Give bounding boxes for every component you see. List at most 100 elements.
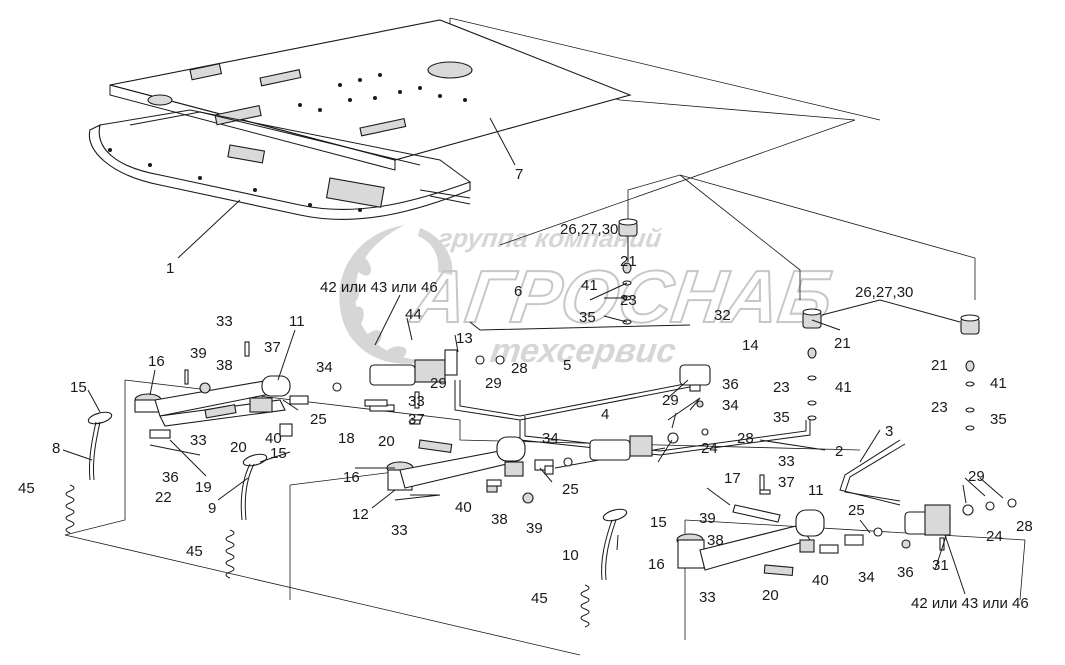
callout-17: 17 <box>724 470 741 487</box>
callout-28-top: 28 <box>511 360 528 377</box>
callout-36-top: 36 <box>722 376 739 393</box>
callout-7: 7 <box>515 166 523 183</box>
pedal-assembly-left <box>87 369 309 521</box>
callout-45-c: 45 <box>531 590 548 607</box>
callout-36-a: 36 <box>162 469 179 486</box>
callout-25-b: 25 <box>562 481 579 498</box>
return-springs <box>418 439 794 577</box>
callout-35-top: 35 <box>579 309 596 326</box>
callout-11-left: 11 <box>289 313 305 330</box>
callout-10: 10 <box>562 547 579 564</box>
callout-29-top-a: 29 <box>430 375 447 392</box>
callout-41-right: 41 <box>990 375 1007 392</box>
callout-29-top-b: 29 <box>485 375 502 392</box>
callout-37-b: 37 <box>408 411 425 428</box>
small-hardware <box>244 341 911 554</box>
watermark-line2: АГРОСНАБ <box>406 255 838 338</box>
watermark-emblem-icon <box>339 225 453 364</box>
seat-frame <box>88 109 471 220</box>
callout-31: 31 <box>932 557 949 574</box>
callout-26-27-30-right: 26,27,30 <box>855 284 913 301</box>
callout-45-b: 45 <box>186 543 203 560</box>
callout-39-a: 39 <box>190 345 207 362</box>
callout-20-a: 20 <box>230 439 247 456</box>
master-cylinder-right <box>904 498 1017 551</box>
master-cylinder-middle <box>589 428 709 461</box>
callout-39-c: 39 <box>526 520 543 537</box>
callout-5: 5 <box>563 357 571 374</box>
callout-34-a: 34 <box>316 359 333 376</box>
callout-40-b: 40 <box>455 499 472 516</box>
spring-45-right <box>580 584 590 628</box>
callout-38-b: 38 <box>491 511 508 528</box>
spring-45-left <box>65 484 75 534</box>
callout-33-f: 33 <box>699 589 716 606</box>
callout-19: 19 <box>195 479 212 496</box>
watermark-line3: техсервис <box>488 332 678 370</box>
callout-40-a: 40 <box>265 430 282 447</box>
callout-18: 18 <box>338 430 355 447</box>
pedal-assembly-middle <box>369 404 554 504</box>
callout-16-b: 16 <box>343 469 360 486</box>
callout-21-right: 21 <box>931 357 948 374</box>
callout-29-right: 29 <box>968 468 985 485</box>
callout-33-b: 33 <box>408 393 425 410</box>
master-cylinder-upper <box>369 349 711 392</box>
callout-34-b: 34 <box>542 430 559 447</box>
callout-15-b: 15 <box>270 445 287 462</box>
callout-34-top: 34 <box>722 397 739 414</box>
callout-39-b: 39 <box>699 510 716 527</box>
callout-26-27-30-top: 26,27,30 <box>560 221 618 238</box>
callout-33-e: 33 <box>391 522 408 539</box>
callout-6: 6 <box>514 283 522 300</box>
callout-41-mid: 41 <box>835 379 852 396</box>
callout-21-mid: 21 <box>834 335 851 352</box>
callout-28-right: 28 <box>1016 518 1033 535</box>
watermark: группа компаний АГРОСНАБ техсервис <box>339 223 839 370</box>
callout-41-top: 41 <box>581 277 598 294</box>
callout-45-a: 45 <box>18 480 35 497</box>
callout-32: 32 <box>714 307 731 324</box>
callout-14: 14 <box>742 337 759 354</box>
callout-34-c: 34 <box>858 569 875 586</box>
callout-23-top: 23 <box>620 292 637 309</box>
callout-20-c: 20 <box>762 587 779 604</box>
callout-37-c: 37 <box>778 474 795 491</box>
callout-29-mid: 29 <box>662 392 679 409</box>
callout-11-right: 11 <box>808 482 824 499</box>
callout-33-c: 33 <box>190 432 207 449</box>
callout-25-c: 25 <box>848 502 865 519</box>
leader-lines <box>62 117 1004 595</box>
callout-36-c: 36 <box>897 564 914 581</box>
pedal-assembly-right <box>601 474 864 581</box>
callout-12: 12 <box>352 506 369 523</box>
callout-4: 4 <box>601 406 609 423</box>
callout-42-43-46-top: 42 или 43 или 46 <box>320 279 438 296</box>
reservoir-mid <box>802 308 822 421</box>
callout-42-43-46-right: 42 или 43 или 46 <box>911 595 1029 612</box>
callout-25-a: 25 <box>310 411 327 428</box>
callout-33-a: 33 <box>216 313 233 330</box>
callout-15-a: 15 <box>70 379 87 396</box>
callout-35-right: 35 <box>990 411 1007 428</box>
callout-16-a: 16 <box>148 353 165 370</box>
callout-2: 2 <box>835 443 843 460</box>
callout-40-c: 40 <box>812 572 829 589</box>
callout-1: 1 <box>166 260 174 277</box>
callout-3: 3 <box>885 423 893 440</box>
callout-22: 22 <box>155 489 172 506</box>
callout-13: 13 <box>456 330 473 347</box>
callout-35-mid: 35 <box>773 409 790 426</box>
callout-15-c: 15 <box>650 514 667 531</box>
callout-20-b: 20 <box>378 433 395 450</box>
callout-38-c: 38 <box>707 532 724 549</box>
callout-8: 8 <box>52 440 60 457</box>
callout-28-mid: 28 <box>737 430 754 447</box>
callout-23-right: 23 <box>931 399 948 416</box>
callout-38-a: 38 <box>216 357 233 374</box>
callout-labels: 1 7 26,27,30 21 41 23 35 6 42 или 43 или… <box>18 166 1033 612</box>
callout-37-a: 37 <box>264 339 281 356</box>
callout-33-d: 33 <box>778 453 795 470</box>
callout-24-mid: 24 <box>701 440 718 457</box>
